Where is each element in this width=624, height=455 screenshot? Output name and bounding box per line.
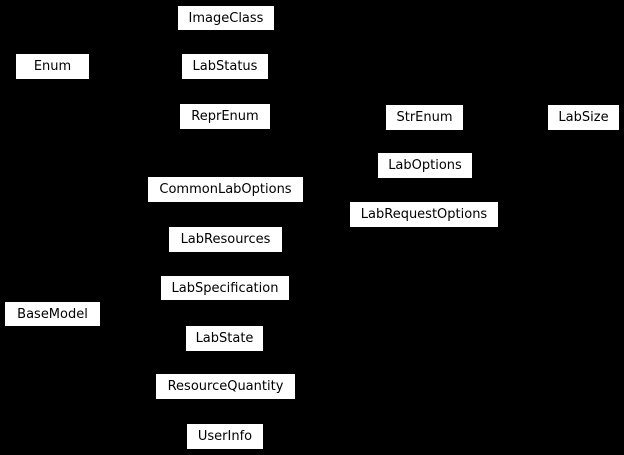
node-labsize: LabSize: [548, 105, 619, 130]
node-labresources: LabResources: [169, 227, 282, 252]
node-userinfo: UserInfo: [187, 424, 263, 449]
node-laboptions: LabOptions: [378, 153, 472, 178]
node-labrequestoptions: LabRequestOptions: [350, 202, 498, 227]
node-reprenum: ReprEnum: [180, 104, 270, 129]
node-commonlaboptions: CommonLabOptions: [148, 177, 303, 202]
node-enum: Enum: [16, 54, 89, 79]
node-resourcequantity: ResourceQuantity: [156, 374, 295, 399]
node-strenum: StrEnum: [386, 105, 463, 130]
node-labstate: LabState: [186, 326, 263, 351]
node-imageclass: ImageClass: [178, 6, 274, 30]
node-labstatus: LabStatus: [182, 54, 268, 79]
node-labspecification: LabSpecification: [161, 276, 289, 300]
node-basemodel: BaseModel: [5, 302, 100, 326]
